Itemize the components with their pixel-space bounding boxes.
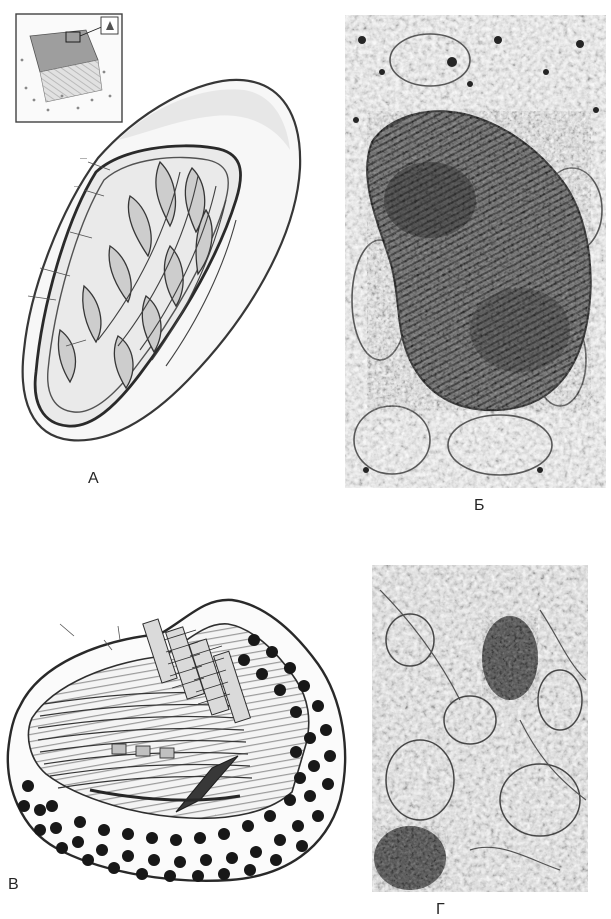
panel-a-illustration: — — bbox=[16, 14, 300, 440]
panel-b-micrograph bbox=[345, 15, 606, 488]
panel-g-micrograph bbox=[372, 565, 588, 892]
panel-label-g: Г bbox=[436, 901, 445, 919]
panel-v-illustration bbox=[8, 600, 345, 882]
svg-text:—: — bbox=[74, 183, 81, 190]
panel-label-v: В bbox=[8, 876, 19, 894]
panel-label-a: А bbox=[88, 470, 99, 488]
panel-label-b: Б bbox=[474, 497, 485, 515]
svg-text:—: — bbox=[80, 155, 87, 162]
inset-diagram bbox=[16, 14, 122, 122]
